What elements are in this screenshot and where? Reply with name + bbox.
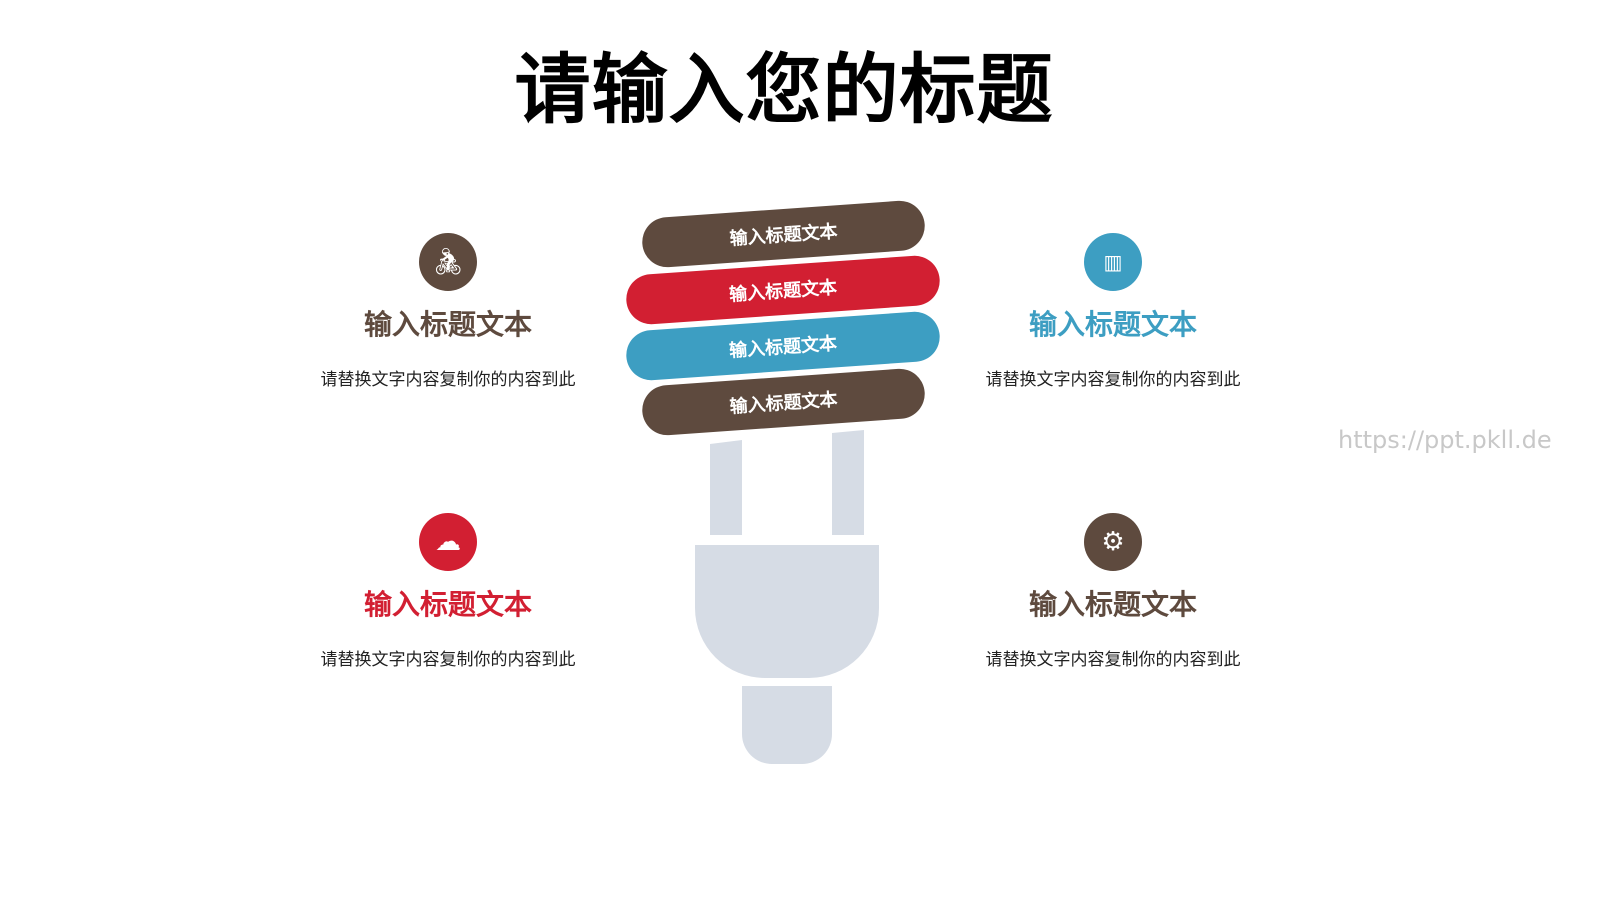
plug-prong-right: [832, 430, 864, 535]
info-block-2: ▥ 输入标题文本 请替换文字内容复制你的内容到此: [963, 233, 1263, 390]
plug-base: [742, 686, 832, 764]
cloud-icon: ☁: [419, 513, 477, 571]
watermark: https://ppt.pkll.de: [1338, 426, 1552, 454]
bicycle-icon: 🚴︎: [419, 233, 477, 291]
block-desc: 请替换文字内容复制你的内容到此: [985, 650, 1241, 670]
block-desc: 请替换文字内容复制你的内容到此: [320, 370, 576, 390]
plug-prong-left: [710, 440, 742, 535]
block-heading: 输入标题文本: [1028, 308, 1197, 341]
block-heading: 输入标题文本: [363, 308, 532, 341]
plug-body: [695, 545, 879, 678]
block-desc: 请替换文字内容复制你的内容到此: [985, 370, 1241, 390]
page-title: 请输入您的标题: [514, 45, 1054, 134]
block-heading: 输入标题文本: [1028, 588, 1197, 621]
info-block-3: ☁ 输入标题文本 请替换文字内容复制你的内容到此: [298, 513, 598, 670]
info-block-1: 🚴︎ 输入标题文本 请替换文字内容复制你的内容到此: [298, 233, 598, 390]
block-desc: 请替换文字内容复制你的内容到此: [320, 650, 576, 670]
gear-icon: ⚙: [1084, 513, 1142, 571]
presentation-chart-icon: ▥: [1084, 233, 1142, 291]
info-block-4: ⚙ 输入标题文本 请替换文字内容复制你的内容到此: [963, 513, 1263, 670]
block-heading: 输入标题文本: [363, 588, 532, 621]
